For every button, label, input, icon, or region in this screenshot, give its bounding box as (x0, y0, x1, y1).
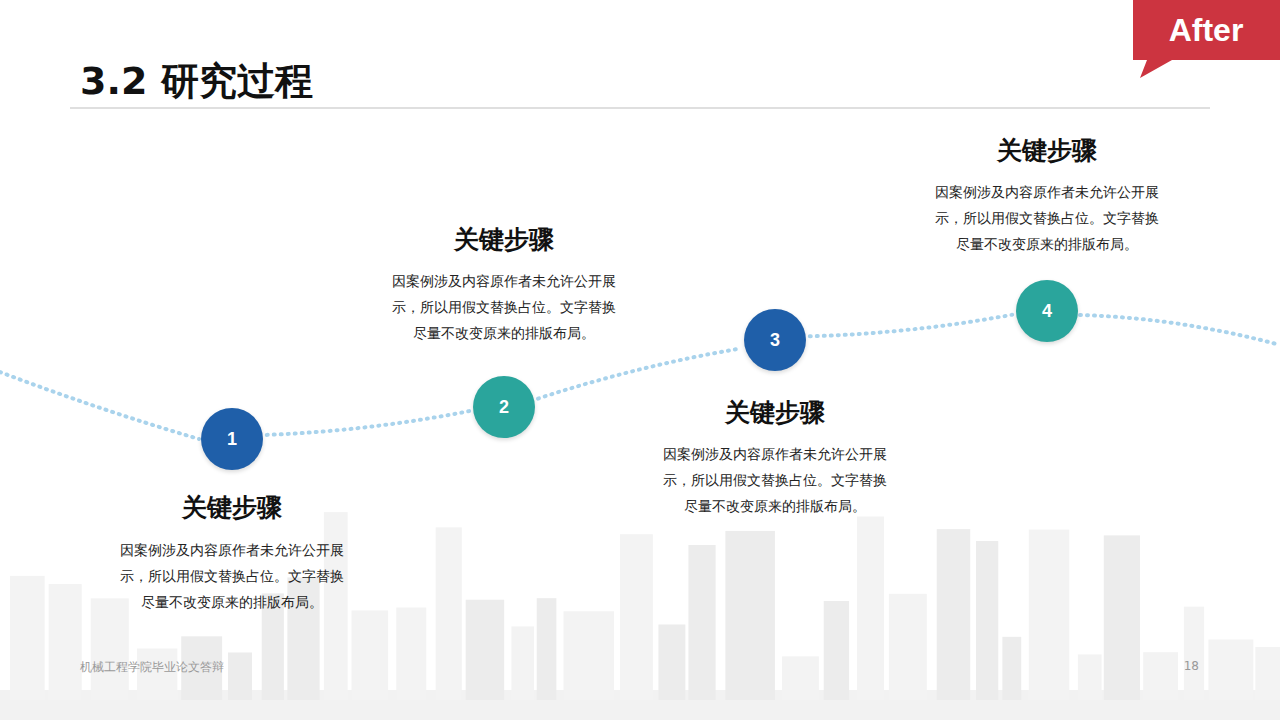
building (436, 527, 462, 700)
building (1104, 535, 1140, 700)
building (857, 517, 884, 700)
building (10, 576, 45, 700)
building (466, 600, 505, 700)
after-tag: After (1169, 12, 1244, 49)
footer-text: 机械工程学院毕业论文答辩 (80, 659, 224, 676)
building (889, 594, 927, 700)
city-skyline (10, 512, 1280, 700)
building (228, 652, 252, 700)
building (537, 598, 557, 700)
building (688, 545, 715, 700)
dotted-connector (538, 348, 741, 398)
building (511, 626, 534, 700)
building (1078, 654, 1102, 700)
step-heading: 关键步骤 (182, 491, 282, 524)
step-number: 3 (770, 330, 780, 351)
building (396, 607, 426, 700)
after-badge (1133, 0, 1280, 78)
step-heading: 关键步骤 (725, 396, 825, 429)
dotted-connector (267, 411, 469, 435)
step-circle: 4 (1016, 280, 1078, 342)
building (1029, 530, 1069, 700)
building (937, 529, 971, 700)
page-number: 18 (1184, 659, 1199, 673)
step-circle: 3 (744, 309, 806, 371)
step-number: 4 (1042, 301, 1052, 322)
slide-title: 3.2 研究过程 (80, 56, 313, 107)
building (824, 601, 849, 700)
step-description: 因案例涉及内容原作者未允许公开展示，所以用假文替换占位。文字替换尽量不改变原来的… (386, 268, 622, 346)
building (137, 649, 177, 700)
building (352, 610, 389, 700)
step-heading: 关键步骤 (454, 223, 554, 256)
building (564, 611, 614, 700)
step-heading: 关键步骤 (997, 134, 1097, 167)
building (976, 541, 998, 700)
building (782, 656, 819, 700)
building (1143, 652, 1178, 700)
step-number: 2 (499, 397, 509, 418)
step-description: 因案例涉及内容原作者未允许公开展示，所以用假文替换占位。文字替换尽量不改变原来的… (929, 179, 1165, 257)
dotted-curve (0, 372, 199, 439)
dotted-curve (1080, 315, 1280, 345)
dotted-connector (810, 315, 1012, 337)
step-number: 1 (227, 429, 237, 450)
building (620, 534, 653, 700)
building (324, 512, 348, 700)
step-description: 因案例涉及内容原作者未允许公开展示，所以用假文替换占位。文字替换尽量不改变原来的… (657, 441, 893, 519)
step-description: 因案例涉及内容原作者未允许公开展示，所以用假文替换占位。文字替换尽量不改变原来的… (114, 537, 350, 615)
building (1208, 640, 1253, 700)
building (725, 531, 775, 700)
building (658, 624, 685, 700)
building (1184, 607, 1204, 700)
step-circle: 2 (473, 376, 535, 438)
building (49, 584, 82, 700)
building (1255, 647, 1280, 700)
building (91, 598, 129, 700)
title-rule (70, 108, 1210, 109)
step-circle: 1 (201, 408, 263, 470)
building (1002, 637, 1021, 700)
